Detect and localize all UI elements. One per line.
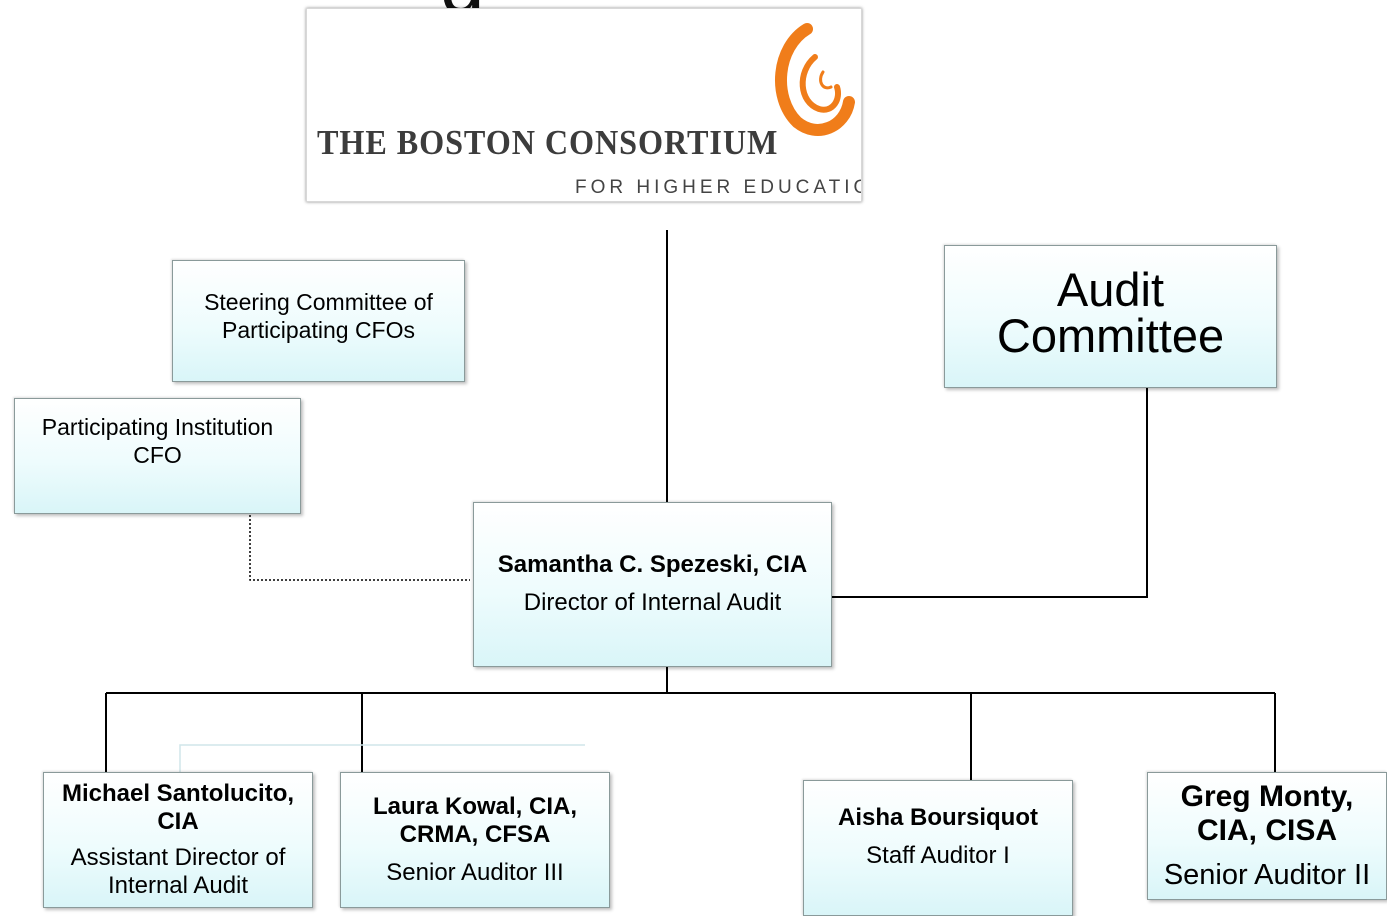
institution-cfo-box: Participating Institution CFO	[14, 398, 301, 514]
staff-box-staff-auditor-i: Aisha Boursiquot Staff Auditor I	[803, 780, 1073, 916]
staff-name: Michael Santolucito, CIA	[61, 780, 295, 835]
logo-subtitle: FOR HIGHER EDUCATION	[575, 177, 862, 198]
staff-title: Senior Auditor II	[1163, 859, 1371, 891]
staff-name: Laura Kowal, CIA, CRMA, CFSA	[372, 793, 578, 848]
staff-box-assistant-director: Michael Santolucito, CIA Assistant Direc…	[43, 772, 313, 908]
audit-committee-to-director-line	[828, 388, 1148, 598]
staff-box-senior-auditor-ii: Greg Monty, CIA, CISA Senior Auditor II	[1147, 772, 1387, 900]
staff-title: Assistant Director of Internal Audit	[70, 844, 286, 899]
institution-cfo-label: Participating Institution CFO	[41, 414, 274, 468]
director-name: Samantha C. Spezeski, CIA	[497, 550, 808, 578]
logo-name: THE BOSTON CONSORTIUM	[317, 123, 779, 162]
faint-artifact-line	[179, 744, 585, 772]
staff-title: Staff Auditor I	[866, 842, 1010, 869]
staff-title: Senior Auditor III	[386, 859, 564, 886]
audit-committee-box: Audit Committee	[944, 245, 1277, 388]
staff-name: Aisha Boursiquot	[837, 804, 1038, 831]
director-box: Samantha C. Spezeski, CIA Director of In…	[473, 502, 832, 667]
boston-consortium-logo: THE BOSTON CONSORTIUM FOR HIGHER EDUCATI…	[306, 8, 862, 202]
institution-cfo-dotted-line	[249, 515, 470, 581]
steering-committee-label: Steering Committee of Participating CFOs	[204, 289, 433, 343]
swirl-logo-icon	[775, 23, 855, 136]
staff-name: Greg Monty, CIA, CISA	[1180, 780, 1354, 847]
steering-committee-box: Steering Committee of Participating CFOs	[172, 260, 465, 382]
staff-box-senior-auditor-iii: Laura Kowal, CIA, CRMA, CFSA Senior Audi…	[340, 772, 610, 908]
director-title: Director of Internal Audit	[523, 588, 782, 616]
audit-committee-label: Audit Committee	[996, 262, 1225, 362]
